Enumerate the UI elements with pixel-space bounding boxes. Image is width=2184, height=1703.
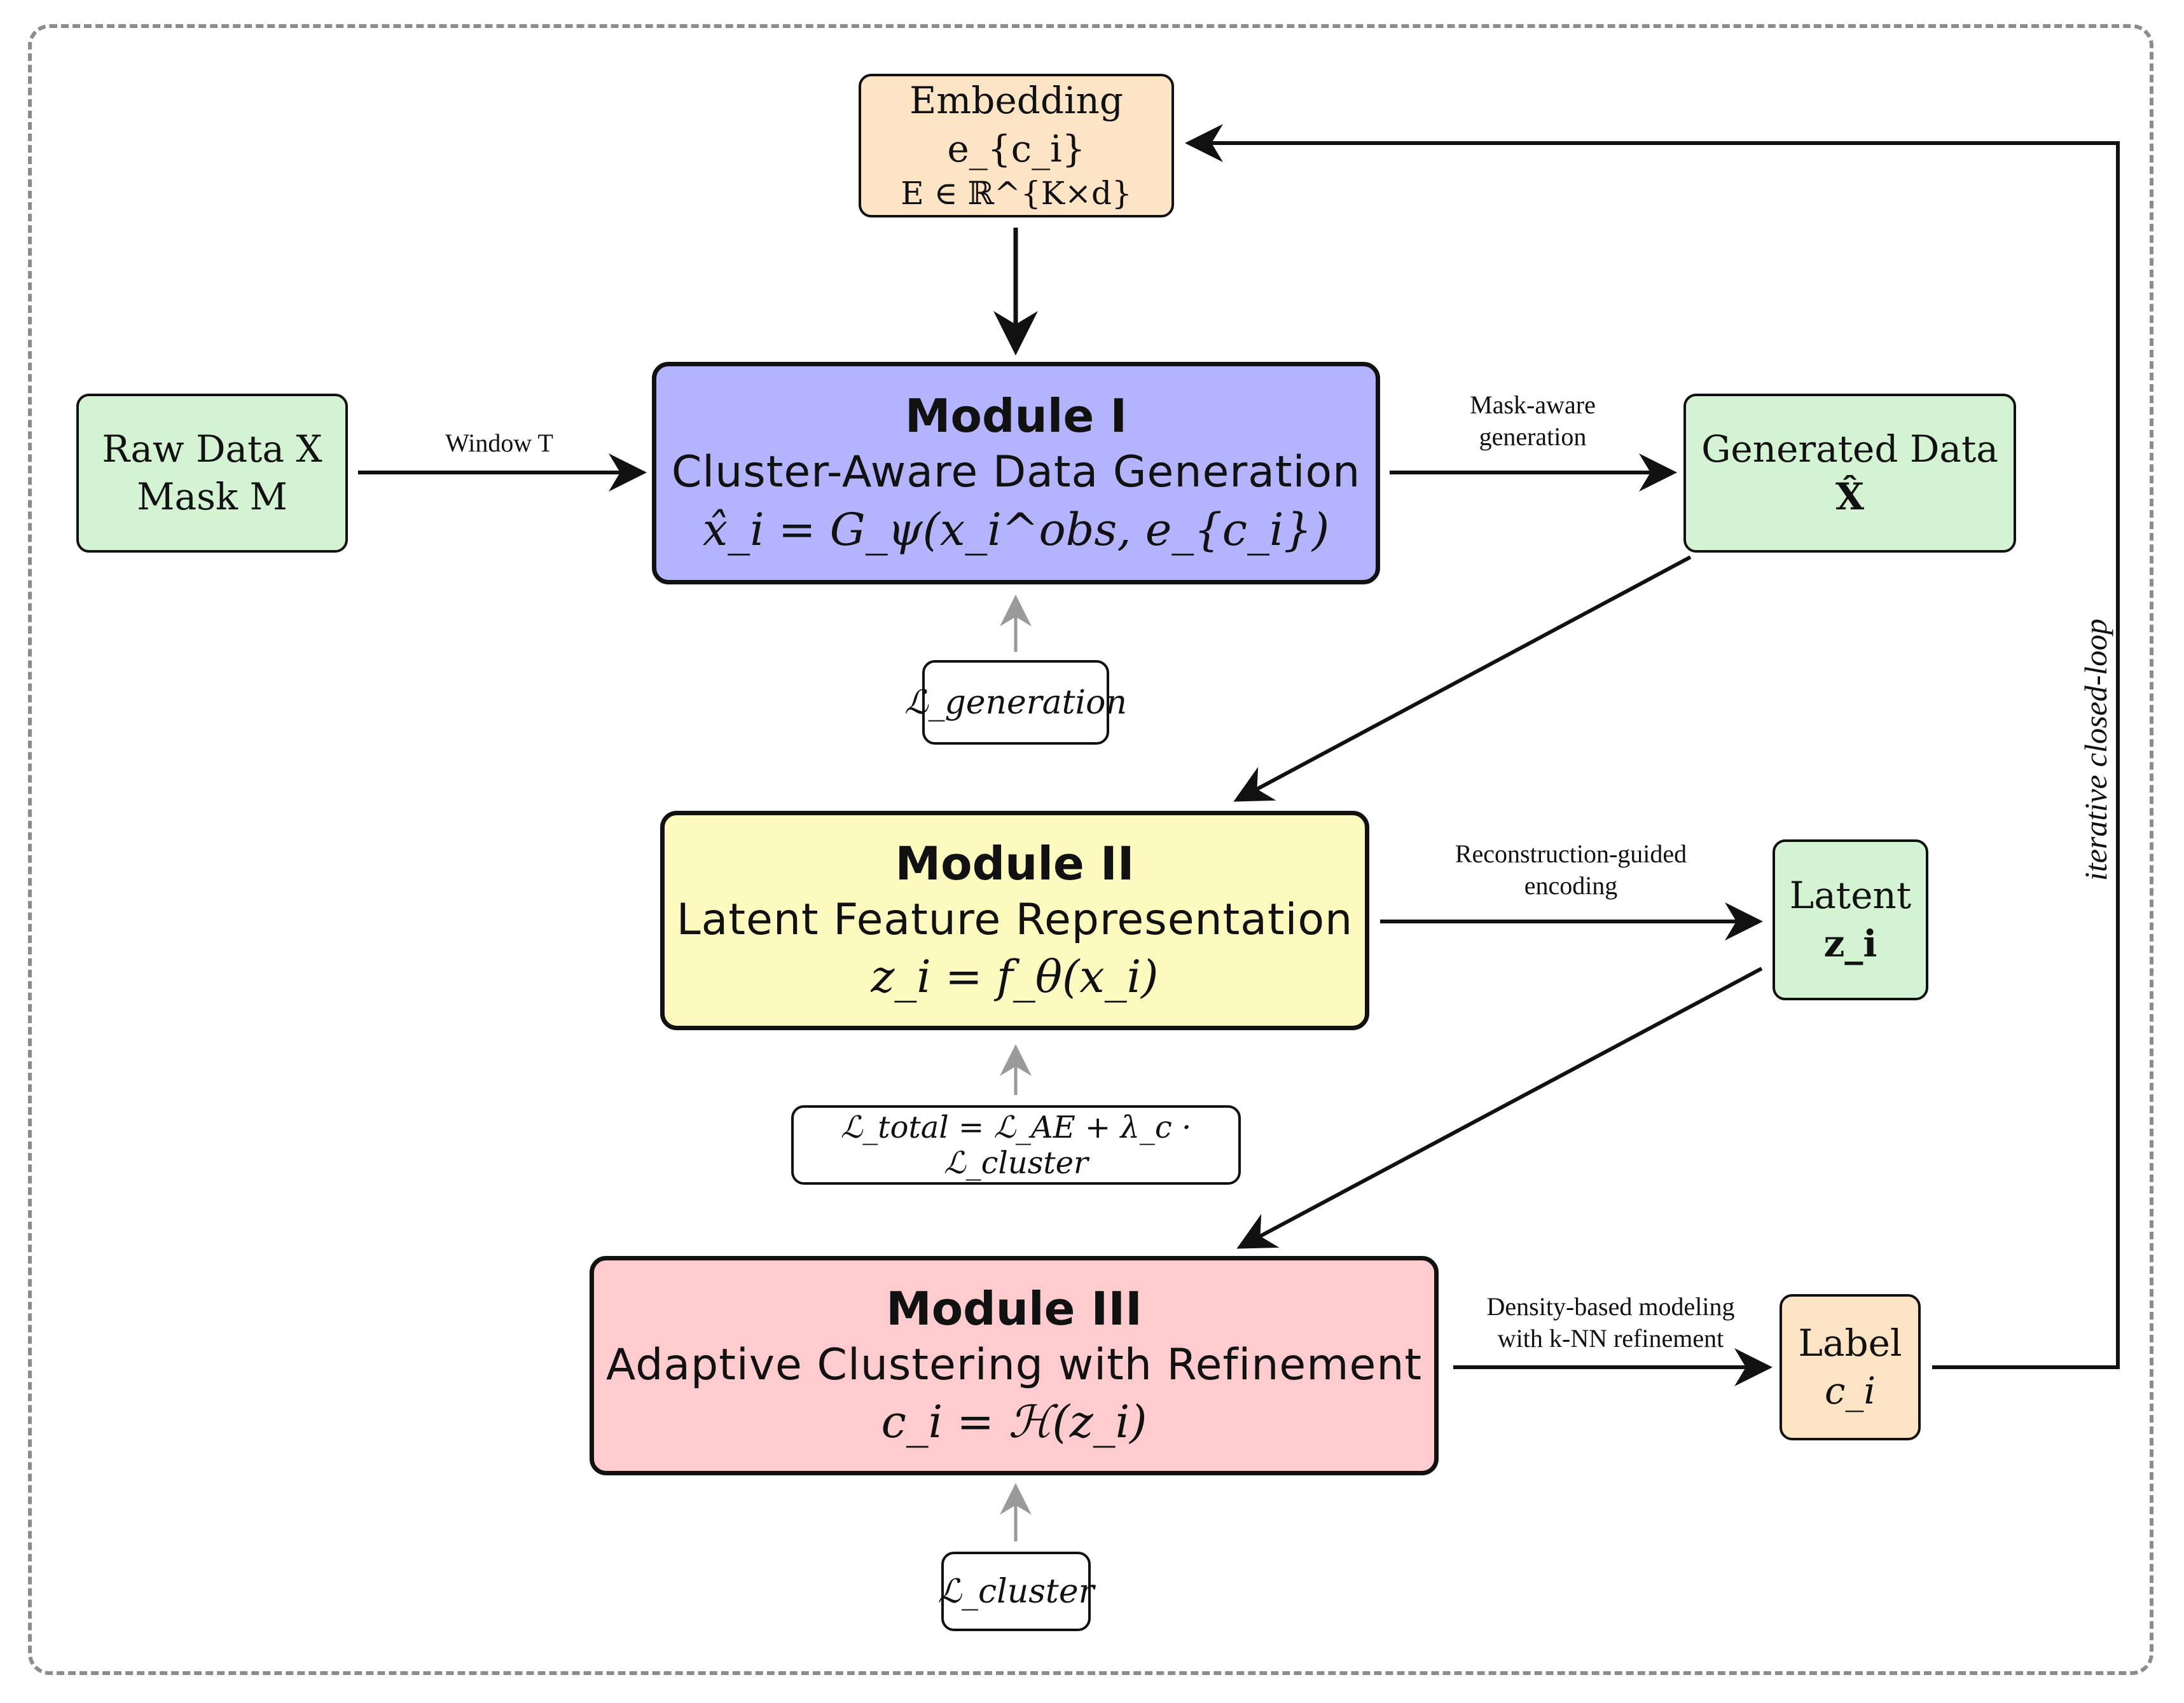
module-3-box: Module III Adaptive Clustering with Refi… bbox=[590, 1256, 1439, 1475]
edge-label-window-text: Window T bbox=[445, 429, 553, 457]
loss-cluster-box: ℒ_cluster bbox=[938, 1552, 1094, 1631]
raw-data-box: Raw Data X Mask M bbox=[76, 394, 348, 553]
generated-data-label: Generated Data bbox=[1701, 427, 1998, 471]
generated-data-symbol: X̂ bbox=[1835, 475, 1864, 518]
latent-label: Latent bbox=[1789, 874, 1912, 918]
label-box-title: Label bbox=[1798, 1321, 1902, 1365]
edge-label-reconstruction-line1: Reconstruction-guided bbox=[1455, 839, 1687, 868]
edge-label-reconstruction: Reconstruction-guided encoding bbox=[1386, 838, 1755, 902]
edge-label-density-line1: Density-based modeling bbox=[1486, 1292, 1735, 1321]
edge-label-loop: iterative closed-loop bbox=[2077, 584, 2114, 915]
module-2-subtitle: Latent Feature Representation bbox=[676, 894, 1353, 945]
embedding-matrix: E ∈ ℝ^{K×d} bbox=[901, 174, 1132, 212]
edge-label-window: Window T bbox=[382, 427, 617, 459]
label-box: Label c_i bbox=[1780, 1294, 1921, 1440]
latent-symbol: z_i bbox=[1823, 921, 1877, 965]
module-2-box: Module II Latent Feature Representation … bbox=[660, 811, 1369, 1030]
module-1-subtitle: Cluster-Aware Data Generation bbox=[671, 447, 1361, 498]
embedding-box: Embedding e_{c_i} E ∈ ℝ^{K×d} bbox=[859, 74, 1174, 217]
module-2-formula: z_i = f_θ(x_i) bbox=[871, 951, 1159, 1003]
module-2-title: Module II bbox=[895, 836, 1135, 890]
loss-generation: ℒ_generation bbox=[904, 683, 1127, 722]
arrow-generated-to-module2 bbox=[1233, 555, 1692, 802]
edge-label-mask-aware: Mask-aware generation bbox=[1409, 389, 1657, 453]
arrow-latent-to-module3 bbox=[1236, 967, 1763, 1249]
module-1-formula: x̂_i = G_ψ(x_i^obs, e_{c_i}) bbox=[702, 503, 1330, 556]
loss-generation-box: ℒ_generation bbox=[904, 660, 1127, 745]
loss-total-box: ℒ_total = ℒ_AE + λ_c · ℒ_cluster bbox=[791, 1105, 1241, 1185]
loss-total: ℒ_total = ℒ_AE + λ_c · ℒ_cluster bbox=[840, 1109, 1192, 1181]
module-3-subtitle: Adaptive Clustering with Refinement bbox=[605, 1339, 1423, 1390]
loss-cluster: ℒ_cluster bbox=[937, 1572, 1095, 1611]
label-box-symbol: c_i bbox=[1824, 1369, 1876, 1412]
dashed-frame bbox=[28, 24, 2153, 1675]
module-3-formula: c_i = ℋ(z_i) bbox=[881, 1396, 1147, 1449]
module-3-title: Module III bbox=[886, 1281, 1142, 1335]
module-1-box: Module I Cluster-Aware Data Generation x… bbox=[652, 362, 1380, 584]
edge-label-reconstruction-line2: encoding bbox=[1524, 871, 1618, 900]
latent-box: Latent z_i bbox=[1773, 839, 1928, 1000]
edge-label-mask-aware-line2: generation bbox=[1479, 422, 1587, 451]
embedding-label: Embedding e_{c_i} bbox=[909, 79, 1124, 170]
edge-label-mask-aware-line1: Mask-aware bbox=[1470, 390, 1596, 419]
raw-data-label: Raw Data X bbox=[102, 427, 322, 471]
edge-label-density: Density-based modeling with k-NN refinem… bbox=[1450, 1291, 1771, 1355]
mask-label: Mask M bbox=[137, 475, 287, 518]
module-1-title: Module I bbox=[904, 389, 1128, 443]
generated-data-box: Generated Data X̂ bbox=[1683, 394, 2016, 553]
edge-label-density-line2: with k-NN refinement bbox=[1497, 1324, 1724, 1353]
edge-label-loop-text: iterative closed-loop bbox=[2078, 618, 2113, 881]
arrow-feedback-loop bbox=[1185, 124, 2120, 1369]
